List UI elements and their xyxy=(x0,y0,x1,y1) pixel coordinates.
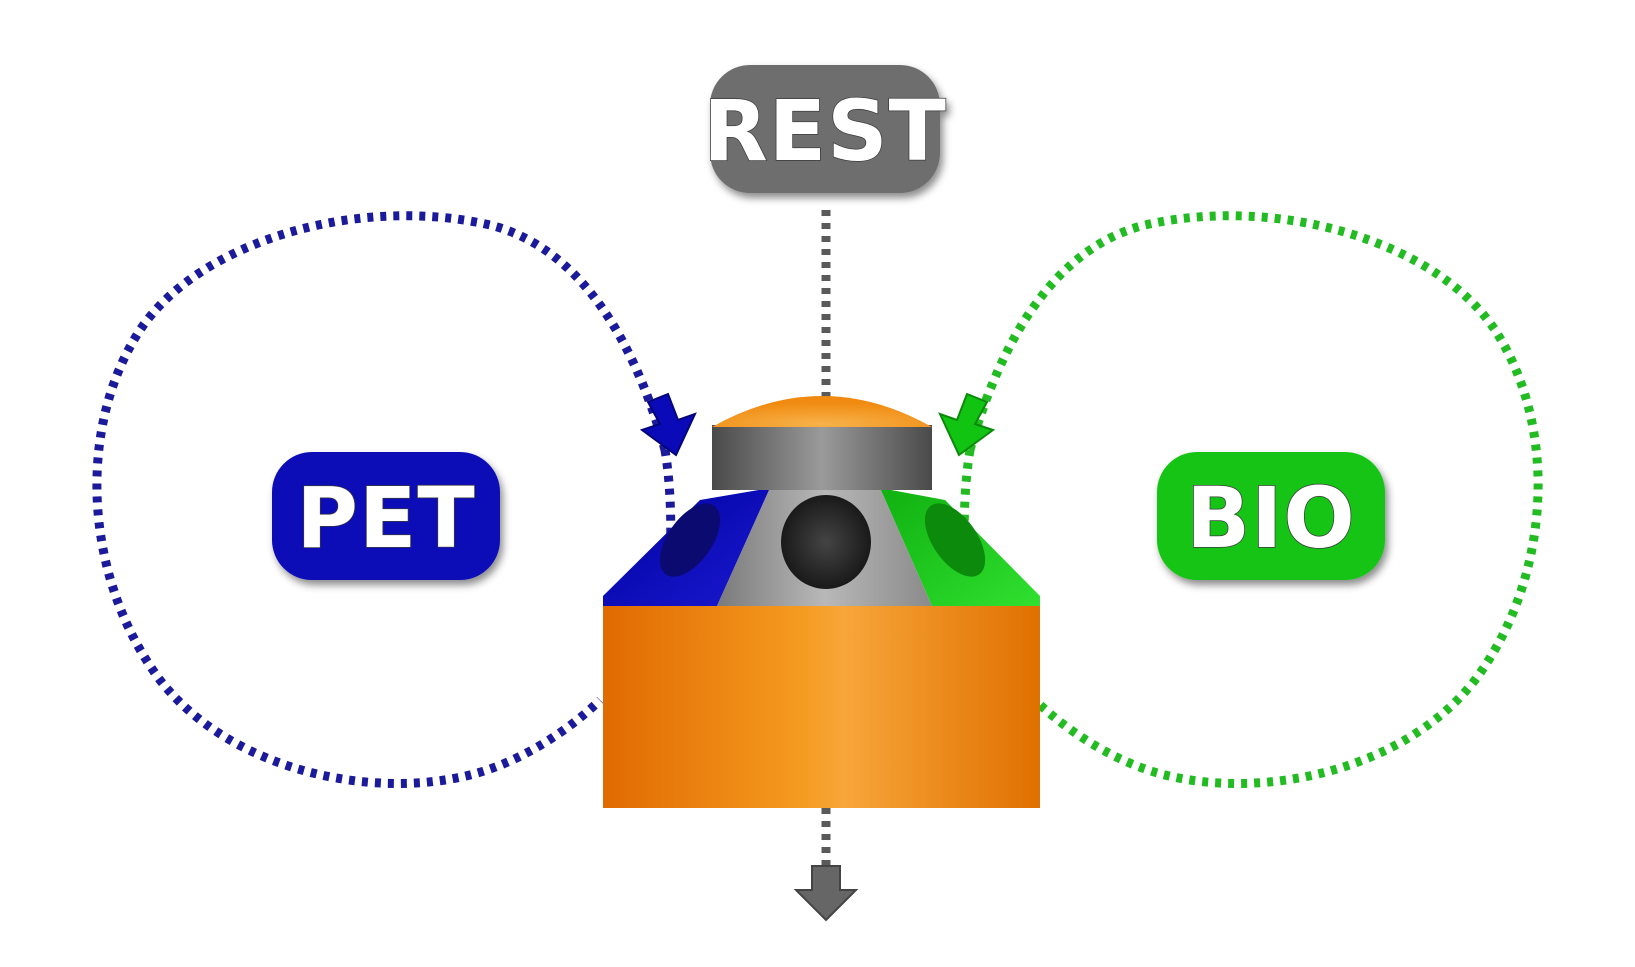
rest-arrow-icon xyxy=(793,865,859,922)
bio-arrow-icon xyxy=(938,392,996,457)
rest-label: REST xyxy=(702,65,947,193)
machine-ring xyxy=(712,425,932,490)
machine-base xyxy=(603,606,1040,808)
rest-hole xyxy=(781,495,871,589)
machine-dome xyxy=(712,396,932,427)
sorter-machine xyxy=(603,396,1040,808)
pet-label: PET xyxy=(272,452,500,580)
pet-arrow-icon xyxy=(639,392,697,457)
pet-loop xyxy=(92,211,676,788)
bio-label-text: BIO xyxy=(1186,469,1356,567)
bio-label: BIO xyxy=(1157,452,1385,580)
rest-label-text: REST xyxy=(703,82,947,180)
pet-label-text: PET xyxy=(296,469,475,567)
bio-loop xyxy=(959,211,1543,788)
